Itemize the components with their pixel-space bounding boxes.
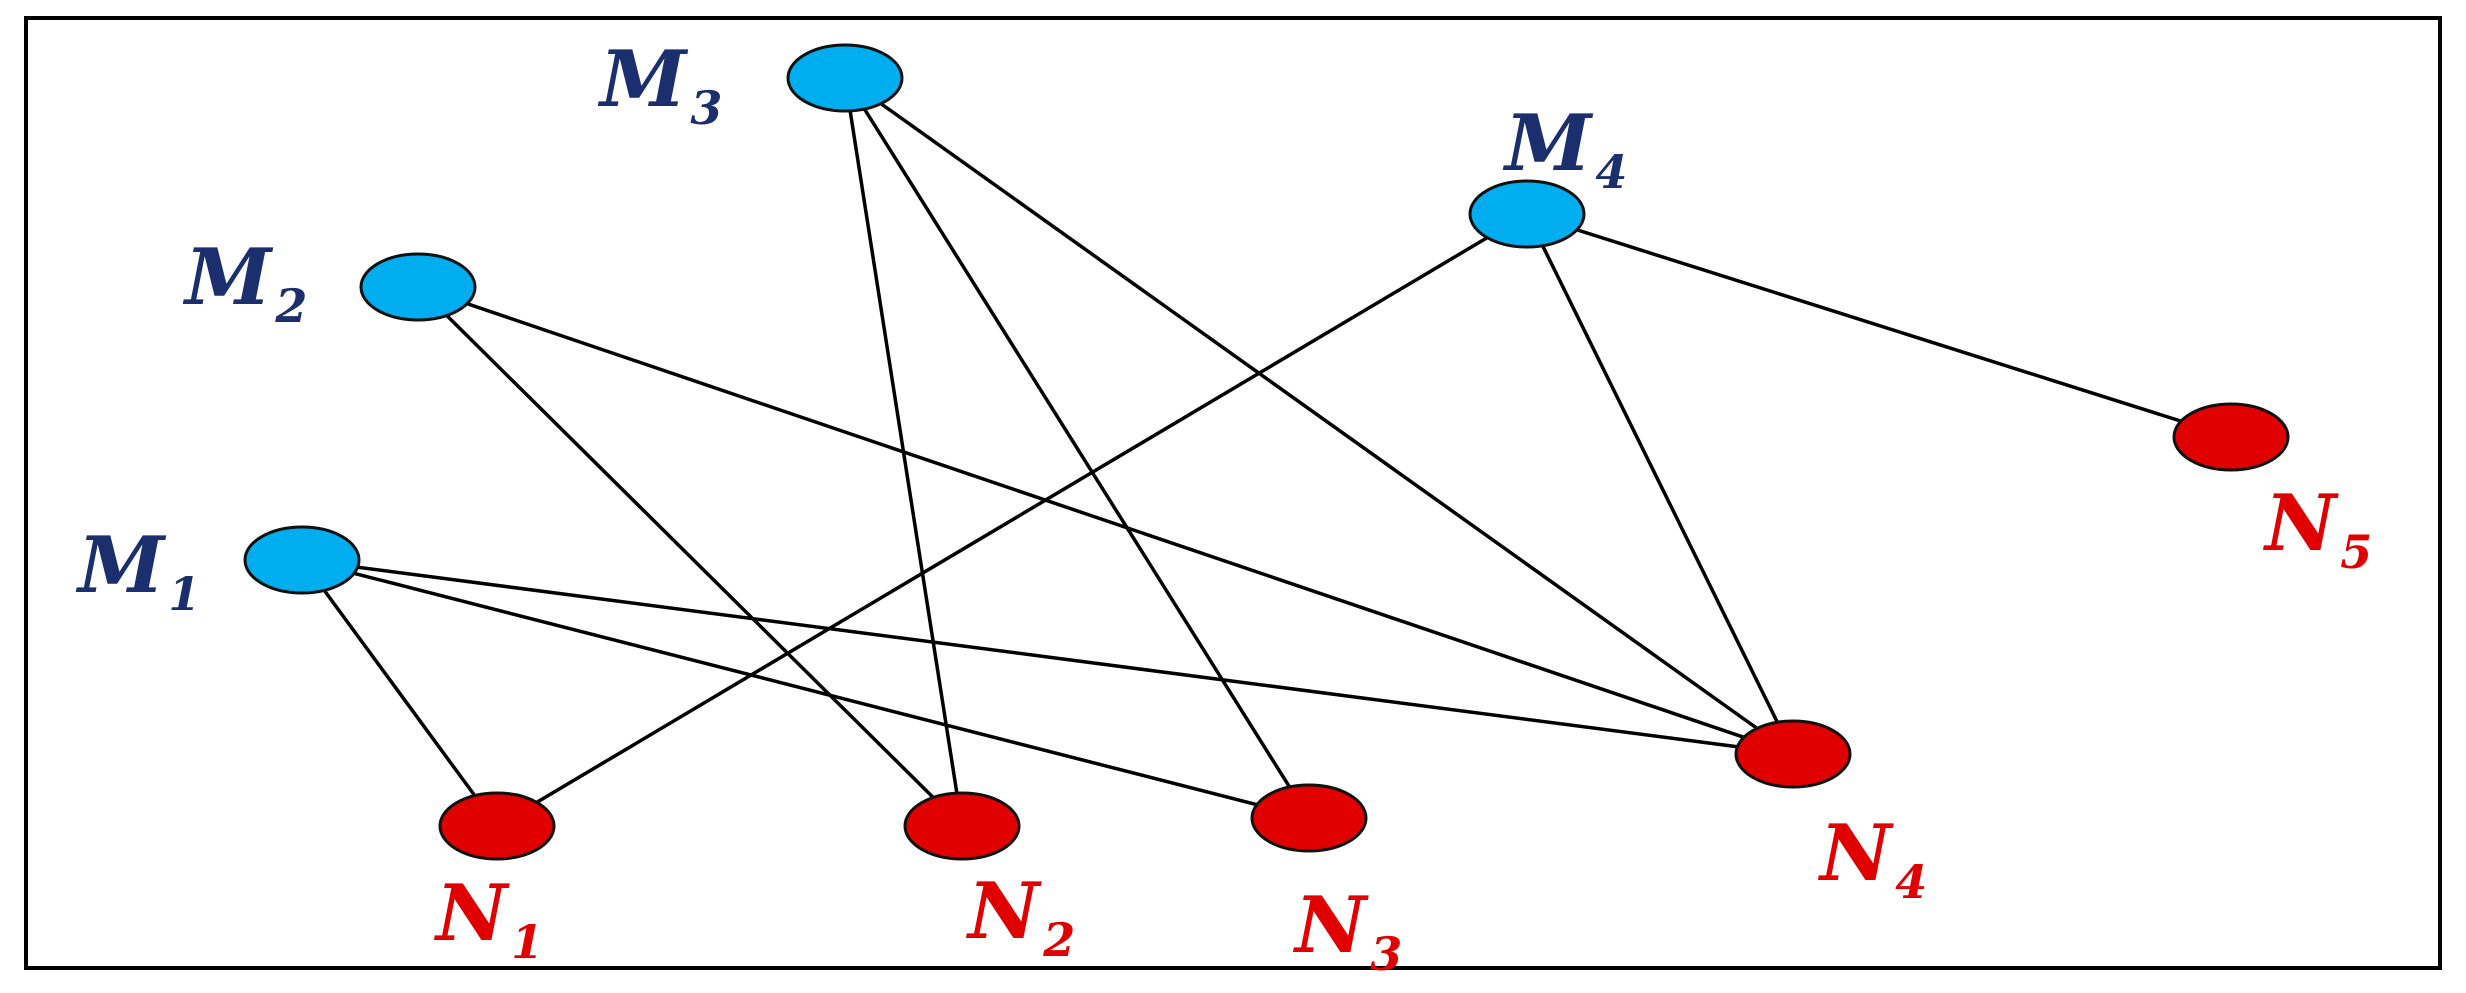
node-label-letter: M [75,520,167,611]
node-n4 [1734,719,1852,789]
node-label-subscript: 1 [168,567,200,621]
node-label-n1: N1 [433,868,543,969]
edge-m3-n4 [843,76,1795,756]
node-label-subscript: 1 [511,915,543,969]
node-label-n4: N4 [1817,808,1927,909]
edge-m1-n3 [300,558,1311,820]
node-m3 [786,43,904,113]
node-n1 [438,791,556,861]
node-label-subscript: 5 [2340,525,2372,579]
node-m4 [1468,179,1586,249]
node-n3 [1250,783,1368,853]
edge-m1-n4 [300,558,1795,756]
edge-m4-n5 [1525,212,2233,439]
node-label-n2: N2 [965,866,1075,967]
edge-m4-n4 [1525,212,1795,756]
node-label-letter: N [2262,478,2339,569]
node-label-n5: N5 [2262,478,2372,579]
node-label-letter: N [1292,880,1369,971]
node-m2 [359,252,477,322]
node-label-n3: N3 [1292,880,1402,981]
node-label-letter: M [182,232,274,323]
node-label-letter: M [597,34,689,125]
edge-m1-n1 [300,558,499,828]
node-label-letter: N [433,868,510,959]
nodes-layer [243,43,2290,861]
edges-layer [300,76,2233,828]
edge-m3-n3 [843,76,1311,820]
node-label-m1: M1 [75,520,200,621]
node-label-subscript: 2 [274,279,307,333]
node-n2 [903,791,1021,861]
edge-m2-n2 [416,285,964,828]
node-label-letter: N [1817,808,1894,899]
node-label-m2: M2 [182,232,307,333]
node-n5 [2172,402,2290,472]
diagram-frame [24,16,2442,970]
node-label-m4: M4 [1502,98,1627,199]
node-label-letter: M [1502,98,1594,189]
edge-m3-n2 [843,76,964,828]
node-label-subscript: 3 [690,81,722,135]
node-label-subscript: 3 [1370,927,1402,981]
node-label-letter: N [965,866,1042,957]
edge-m2-n4 [416,285,1795,756]
node-label-m3: M3 [597,34,722,135]
node-label-subscript: 4 [1895,855,1927,909]
edge-m4-n1 [495,212,1529,828]
node-label-subscript: 2 [1042,913,1075,967]
node-m1 [243,525,361,595]
node-label-subscript: 4 [1595,145,1627,199]
